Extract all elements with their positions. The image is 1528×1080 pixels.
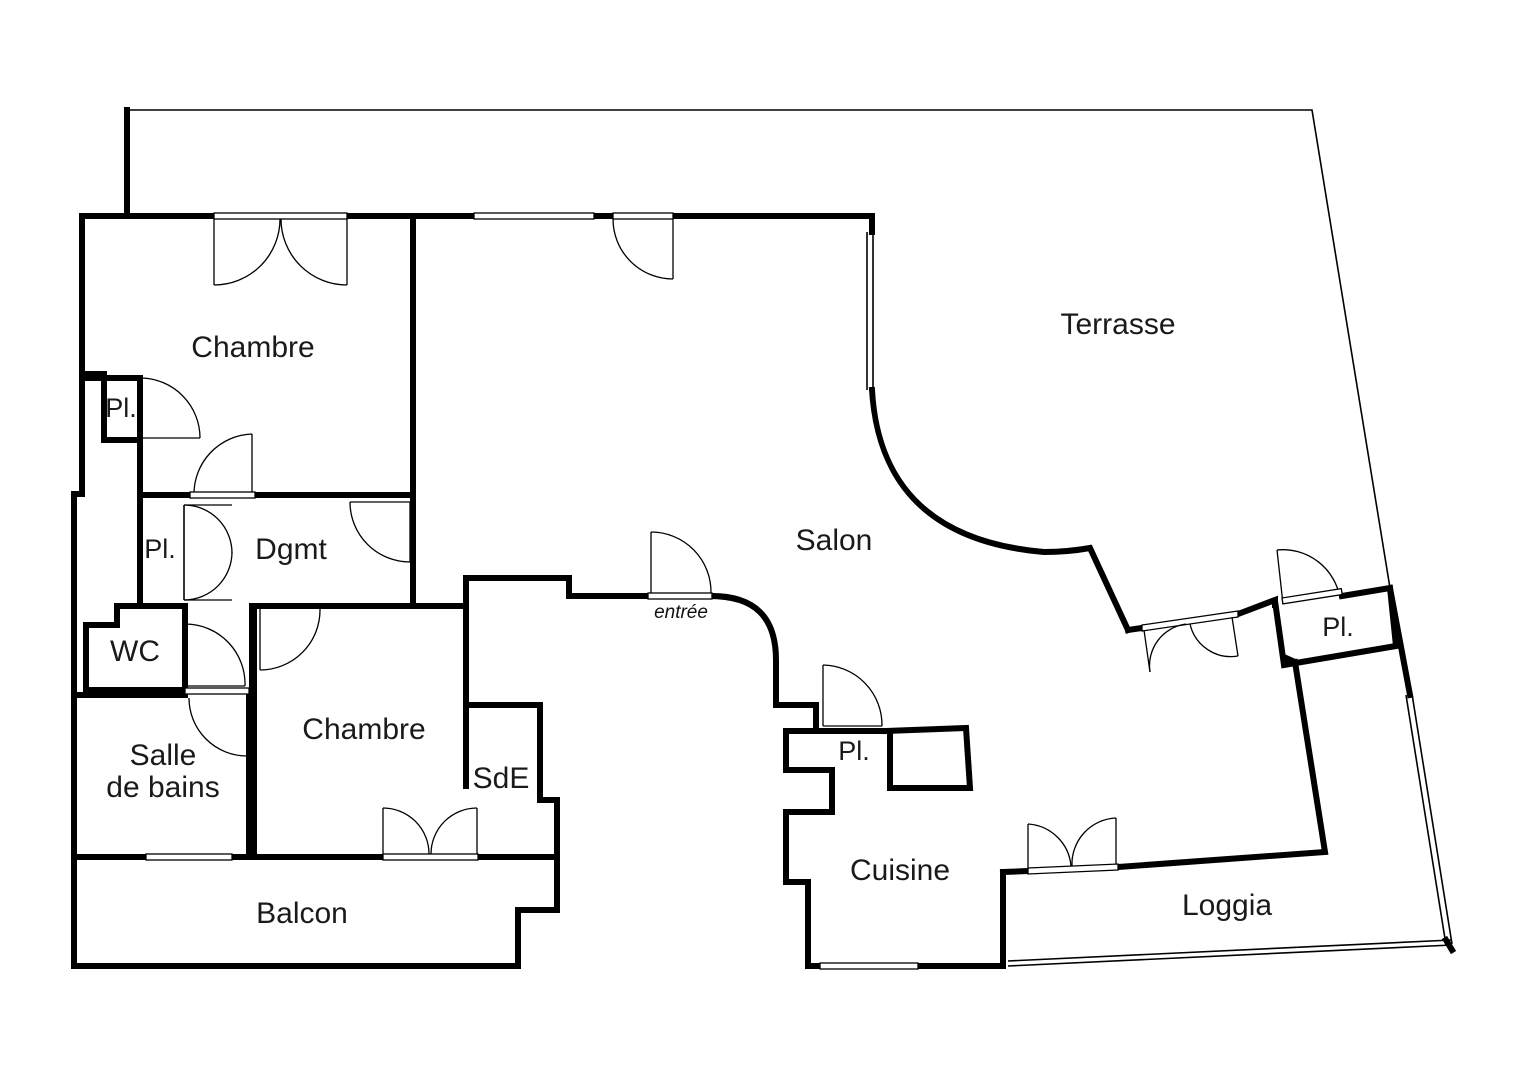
room-label-degagement: Dgmt — [255, 533, 327, 566]
room-label-balcon: Balcon — [256, 897, 348, 930]
room-label-salle-d-eau: SdE — [473, 762, 530, 795]
room-label-salon: Salon — [796, 524, 873, 557]
windows — [145, 212, 1239, 970]
room-label-placard-top: Pl. — [105, 393, 137, 423]
doors — [141, 218, 1343, 868]
room-label-chambre-bottom: Chambre — [302, 713, 425, 746]
room-label-loggia: Loggia — [1182, 889, 1272, 922]
walls — [71, 107, 1457, 969]
room-label-placard-dgmt: Pl. — [144, 534, 176, 564]
room-label-chambre-top: Chambre — [191, 331, 314, 364]
room-label-placard-loggia: Pl. — [1322, 612, 1354, 642]
room-label-wc: WC — [110, 635, 160, 668]
room-label-entree: entrée — [654, 602, 708, 623]
room-label-salle-de-bains-line2: de bains — [106, 771, 219, 804]
room-labels: Chambre Pl. Pl. Dgmt WC Salle de bains C… — [105, 308, 1354, 930]
room-label-placard-cuisine: Pl. — [838, 736, 870, 766]
room-label-terrasse: Terrasse — [1060, 308, 1175, 341]
room-label-salle-de-bains-line1: Salle — [130, 739, 197, 772]
terrace-outline — [127, 109, 1453, 967]
room-label-cuisine: Cuisine — [850, 854, 950, 887]
